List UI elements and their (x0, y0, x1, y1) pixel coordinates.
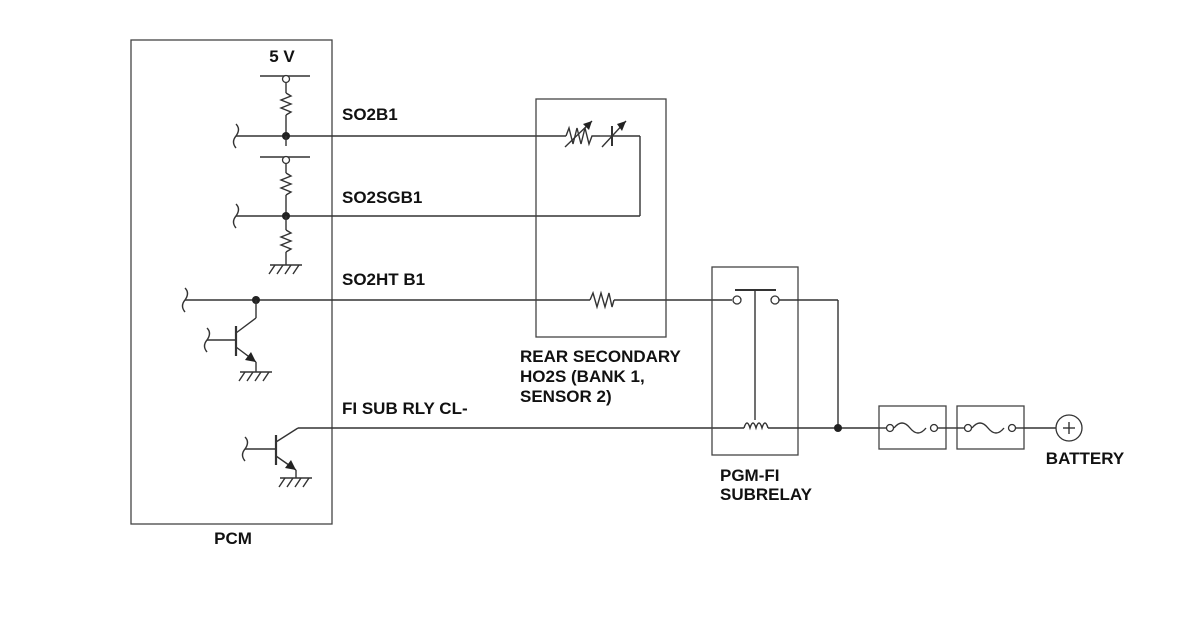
fuse-2 (956, 405, 1025, 450)
pullup-resistor-so2sgb1 (260, 155, 310, 216)
supply-5v-label: 5 V (269, 47, 295, 66)
so2htb1-internal (181, 287, 332, 313)
pullup-resistor-so2b1 (260, 74, 310, 136)
sensor-element-icon (564, 120, 641, 216)
ground-icon (278, 477, 312, 488)
pcm-label: PCM (214, 529, 252, 548)
so2sgb1-internal (232, 203, 332, 265)
fuse-1 (878, 405, 947, 450)
ground-icon (268, 264, 302, 275)
relay-coil-icon (743, 422, 769, 431)
heater-resistor-icon (589, 290, 615, 310)
so2sgb1-label: SO2SGB1 (342, 188, 422, 207)
battery-label: BATTERY (1046, 449, 1125, 468)
ho2s-sensor-block: REAR SECONDARY HO2S (BANK 1, SENSOR 2) (520, 98, 682, 406)
subrelay-box (711, 266, 799, 456)
subrelay-label-line1: PGM-FI (720, 466, 780, 485)
subrelay-label-line2: SUBRELAY (720, 485, 813, 504)
ground-icon (238, 371, 272, 382)
wire-relay-to-battery (768, 299, 879, 432)
so2htb1-label: SO2HT B1 (342, 270, 425, 289)
so2b1-internal (232, 123, 332, 149)
pcm-block: PCM 5 V (130, 39, 333, 548)
ho2s-label-line2: HO2S (BANK 1, (520, 367, 645, 386)
battery-terminal: BATTERY (1046, 414, 1125, 468)
junction-dot (834, 424, 842, 432)
relay-switch-icon (732, 289, 780, 420)
transistor-icon (241, 427, 332, 478)
ho2s-sensor-box (535, 98, 667, 338)
ho2s-label-line3: SENSOR 2) (520, 387, 612, 406)
pcm-box (130, 39, 333, 525)
transistor-icon (203, 300, 257, 372)
so2b1-label: SO2B1 (342, 105, 398, 124)
ho2s-label-line1: REAR SECONDARY (520, 347, 682, 366)
fisubrly-label: FI SUB RLY CL- (342, 399, 468, 418)
pgmfi-subrelay-block: PGM-FI SUBRELAY (711, 266, 813, 504)
